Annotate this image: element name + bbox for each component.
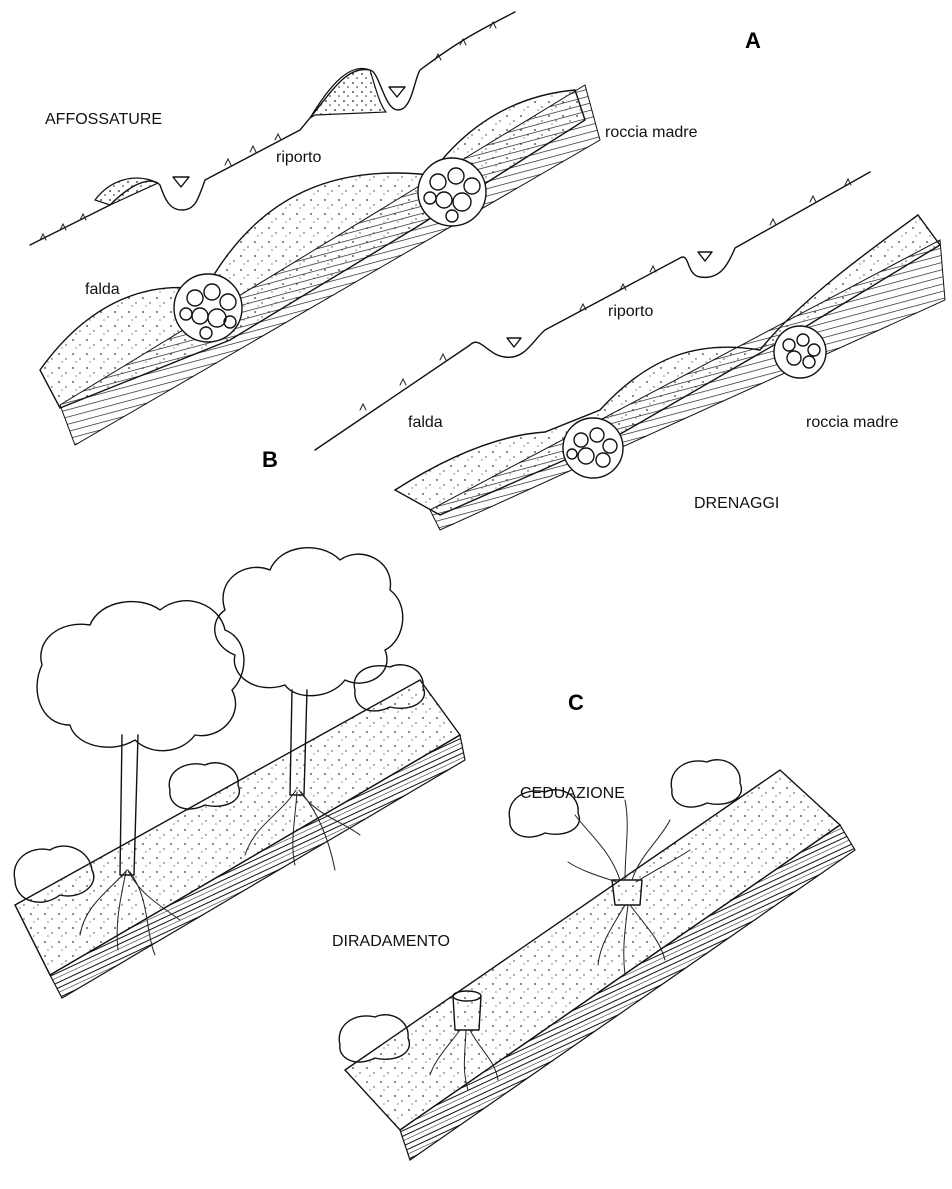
gravel-drain-a2: [418, 158, 486, 226]
label-falda-b: falda: [408, 414, 443, 431]
gravel-drain-a1: [174, 274, 242, 342]
label-falda-a: falda: [85, 281, 120, 298]
gravel-drain-b1: [563, 418, 623, 478]
gravel-drain-b2: [774, 326, 826, 378]
label-roccia-madre-b: roccia madre: [806, 414, 899, 431]
label-affossature: AFFOSSATURE: [45, 111, 162, 128]
forested-slope-soil: [15, 680, 460, 975]
panel-a-label: A: [745, 28, 761, 53]
aquifer-layer-b: [395, 215, 940, 515]
panel-c: C CEDUAZIONE DIRADAMENTO: [14, 548, 855, 1160]
water-level-icon-a1: [173, 177, 189, 187]
label-diradamento: DIRADAMENTO: [332, 933, 450, 950]
label-roccia-madre-a: roccia madre: [605, 124, 698, 141]
label-ceduazione: CEDUAZIONE: [520, 785, 625, 802]
spoil-mound-a2: [310, 68, 386, 118]
label-drenaggi: DRENAGGI: [694, 495, 779, 512]
water-level-icon-b2: [698, 252, 712, 261]
panel-c-label: C: [568, 690, 584, 715]
label-riporto-a: riporto: [276, 149, 321, 166]
shrub-6: [671, 760, 741, 807]
water-level-icon-a2: [389, 87, 405, 97]
aquifer-layer-a: [40, 90, 585, 408]
label-riporto-b: riporto: [608, 303, 653, 320]
panel-b-label: B: [262, 447, 278, 472]
spoil-mound-a1: [95, 178, 158, 205]
water-level-icon-b1: [507, 338, 521, 347]
managed-slope-soil: [345, 770, 840, 1130]
